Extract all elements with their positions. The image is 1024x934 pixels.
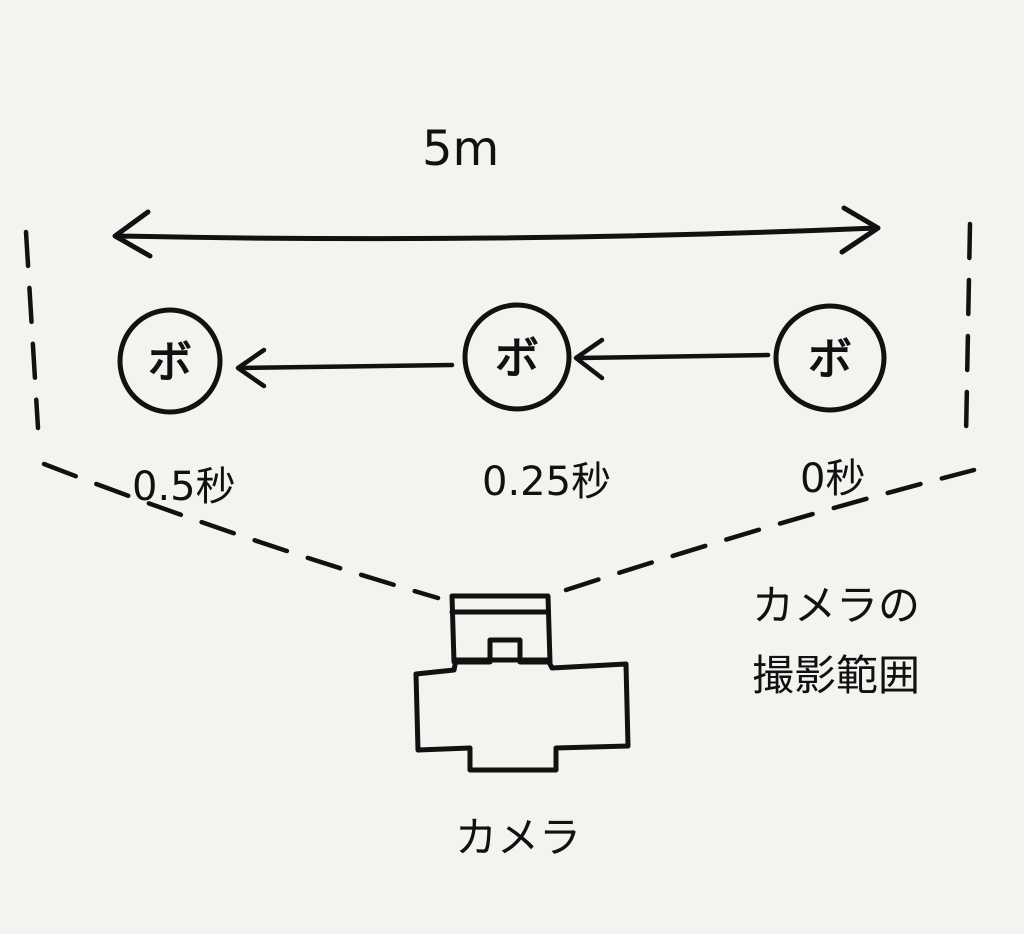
ball-left: ボ — [117, 307, 223, 415]
ball-right: ボ — [773, 303, 887, 413]
motion-arrow-left — [235, 347, 455, 389]
time-label-right: 0秒 — [800, 456, 865, 502]
ball-right-glyph: ボ — [808, 334, 852, 385]
time-label-middle: 0.25秒 — [482, 459, 611, 505]
right-view-boundary — [963, 221, 973, 439]
range-label-line1: カメラの — [752, 581, 920, 630]
camera-label: カメラ — [455, 813, 581, 862]
ball-middle: ボ — [462, 302, 572, 412]
time-label-left: 0.5秒 — [132, 464, 236, 510]
ball-middle-glyph: ボ — [495, 333, 539, 384]
ball-left-glyph: ボ — [148, 337, 192, 388]
camera-drawing — [413, 593, 631, 773]
right-view-curve — [563, 467, 977, 593]
distance-label: 5m — [422, 121, 499, 177]
range-label-line2: 撮影範囲 — [752, 651, 920, 700]
left-view-curve — [41, 461, 441, 601]
left-view-boundary — [23, 229, 41, 431]
distance-arrow — [112, 205, 881, 259]
motion-arrow-right — [573, 337, 771, 381]
